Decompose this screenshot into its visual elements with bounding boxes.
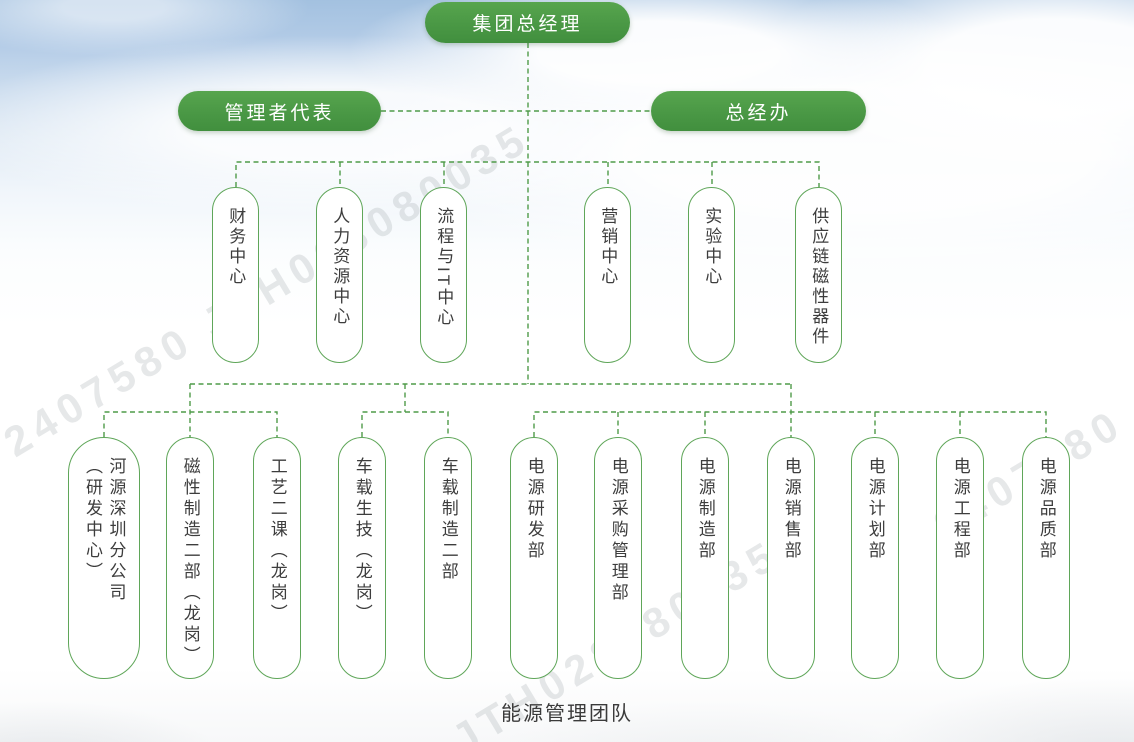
node-label: 电源品质部 bbox=[1036, 457, 1056, 562]
diagram-title: 能源管理团队 bbox=[501, 703, 633, 725]
node-gm-office: 总经办 bbox=[651, 91, 866, 131]
node-label: 工艺二课（龙岗） bbox=[267, 457, 287, 625]
node-label: 电源采购管理部 bbox=[608, 457, 628, 604]
node-vehicle-mfg-dept2: 车载制造二部 bbox=[424, 437, 472, 679]
node-process-it-center: 流程与IT中心 bbox=[420, 187, 467, 363]
node-label: 电源工程部 bbox=[950, 457, 970, 562]
node-label: 流程与IT中心 bbox=[434, 207, 454, 329]
node-supply-chain-magnetics: 供应链磁性器件 bbox=[795, 187, 842, 363]
node-vehicle-prod-tech: 车载生技（龙岗） bbox=[338, 437, 386, 679]
node-label: 管理者代表 bbox=[224, 102, 335, 124]
node-label: 电源研发部 bbox=[524, 457, 544, 562]
node-finance-center: 财务中心 bbox=[212, 187, 259, 363]
node-label: 实验中心 bbox=[702, 207, 722, 287]
node-label: 电源制造部 bbox=[695, 457, 715, 562]
node-label: 财务中心 bbox=[226, 207, 246, 287]
node-label: 磁性制造二部（龙岗） bbox=[180, 457, 200, 667]
node-management-representative: 管理者代表 bbox=[178, 91, 381, 131]
node-label: 营销中心 bbox=[598, 207, 618, 287]
node-power-mfg-dept: 电源制造部 bbox=[681, 437, 729, 679]
node-power-rd-dept: 电源研发部 bbox=[510, 437, 558, 679]
node-hr-center: 人力资源中心 bbox=[316, 187, 363, 363]
node-label: 人力资源中心 bbox=[330, 207, 350, 327]
node-label: 车载生技（龙岗） bbox=[352, 457, 372, 625]
node-label: 总经办 bbox=[725, 102, 792, 124]
node-label: 车载制造二部 bbox=[438, 457, 458, 583]
node-magnetic-mfg-dept2: 磁性制造二部（龙岗） bbox=[166, 437, 214, 679]
node-marketing-center: 营销中心 bbox=[584, 187, 631, 363]
node-power-engineering-dept: 电源工程部 bbox=[936, 437, 984, 679]
node-power-procurement-dept: 电源采购管理部 bbox=[594, 437, 642, 679]
node-lab-center: 实验中心 bbox=[688, 187, 735, 363]
node-label: 集团总经理 bbox=[472, 14, 583, 35]
node-label: 供应链磁性器件 bbox=[809, 207, 829, 347]
node-power-sales-dept: 电源销售部 bbox=[767, 437, 815, 679]
node-power-planning-dept: 电源计划部 bbox=[851, 437, 899, 679]
node-label: 电源销售部 bbox=[781, 457, 801, 562]
node-group-general-manager: 集团总经理 bbox=[425, 2, 630, 43]
node-power-quality-dept: 电源品质部 bbox=[1022, 437, 1070, 679]
node-heyuan-shenzhen-branch: 河源深圳分公司 （研发中心） bbox=[68, 437, 140, 679]
node-process-class2: 工艺二课（龙岗） bbox=[253, 437, 301, 679]
node-label: 电源计划部 bbox=[865, 457, 885, 562]
node-label: 河源深圳分公司 （研发中心） bbox=[83, 457, 126, 604]
